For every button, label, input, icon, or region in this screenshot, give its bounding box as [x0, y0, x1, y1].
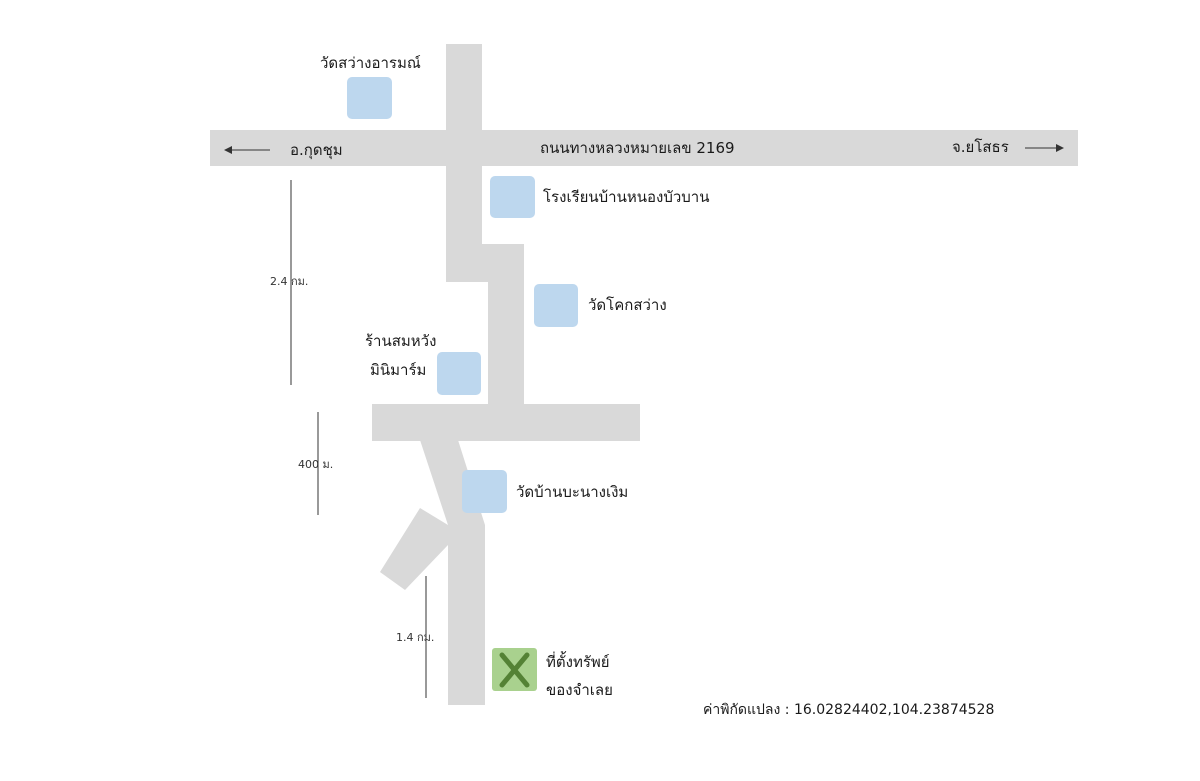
west-arrow-icon: [224, 146, 270, 154]
property-label-line2: ของจำเลย: [546, 681, 613, 699]
temple-bana-ngoen-marker: [462, 470, 507, 513]
distance-label-2: 400 ม.: [298, 458, 333, 471]
temple-north-label: วัดสว่างอารมณ์: [320, 54, 421, 72]
local-road-north-segment: [446, 44, 482, 250]
property-marker: [492, 648, 537, 691]
highway-2169: [210, 130, 1078, 166]
temple-north-marker: [347, 77, 392, 119]
local-road-jog: [446, 244, 524, 406]
shop-label-line1: ร้านสมหวัง: [365, 332, 436, 350]
property-label-line1: ที่ตั้งทรัพย์: [546, 651, 610, 671]
distance-label-1: 2.4 กม.: [270, 275, 308, 288]
shop-label-line2: มินิมาร์ม: [370, 361, 426, 379]
school-label: โรงเรียนบ้านหนองบัวบาน: [543, 188, 709, 206]
school-marker: [490, 176, 535, 218]
distance-label-3: 1.4 กม.: [396, 631, 434, 644]
east-destination-label: จ.ยโสธร: [952, 138, 1009, 156]
crossroad: [372, 404, 640, 441]
coordinates-text: ค่าพิกัดแปลง : 16.02824402,104.23874528: [703, 702, 994, 718]
temple-khok-sawang-label: วัดโคกสว่าง: [588, 296, 667, 314]
temple-bana-ngoen-label: วัดบ้านบะนางเงิม: [516, 483, 628, 501]
side-branch-road: [380, 508, 448, 590]
highway-label: ถนนทางหลวงหมายเลข 2169: [540, 139, 735, 157]
temple-khok-sawang-marker: [534, 284, 578, 327]
west-destination-label: อ.กุดชุม: [290, 141, 343, 160]
shop-marker: [437, 352, 481, 395]
x-mark-icon: [499, 652, 530, 688]
east-arrow-icon: [1025, 144, 1064, 152]
